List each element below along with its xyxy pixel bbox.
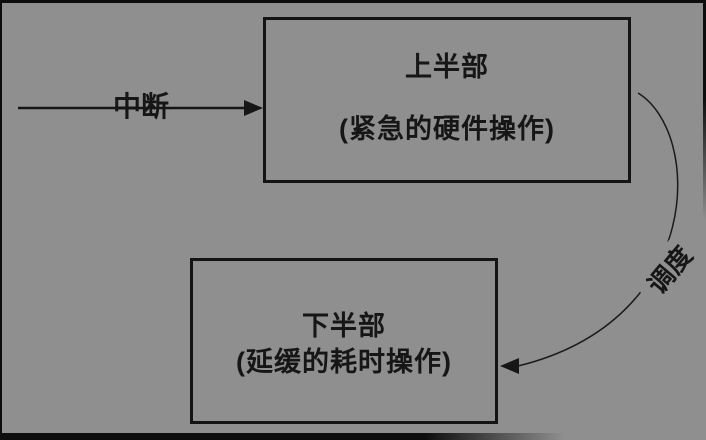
frame-bottom-edge	[0, 433, 706, 440]
top-half-subtitle: (紧急的硬件操作)	[339, 114, 555, 144]
interrupt-arrowhead-icon	[244, 100, 263, 116]
top-half-title: 上半部	[405, 52, 489, 82]
bottom-half-box: 下半部 (延缓的耗时操作)	[190, 258, 498, 424]
schedule-arrowhead-icon	[500, 358, 519, 374]
frame-top-edge	[0, 0, 706, 3]
bottom-half-subtitle: (延缓的耗时操作)	[236, 347, 452, 377]
schedule-curve	[517, 92, 679, 367]
frame-left-edge	[0, 0, 2, 440]
frame-right-edge	[703, 0, 706, 220]
top-half-box: 上半部 (紧急的硬件操作)	[263, 17, 631, 183]
interrupt-label: 中断	[112, 91, 169, 122]
bottom-half-title: 下半部	[302, 311, 386, 341]
